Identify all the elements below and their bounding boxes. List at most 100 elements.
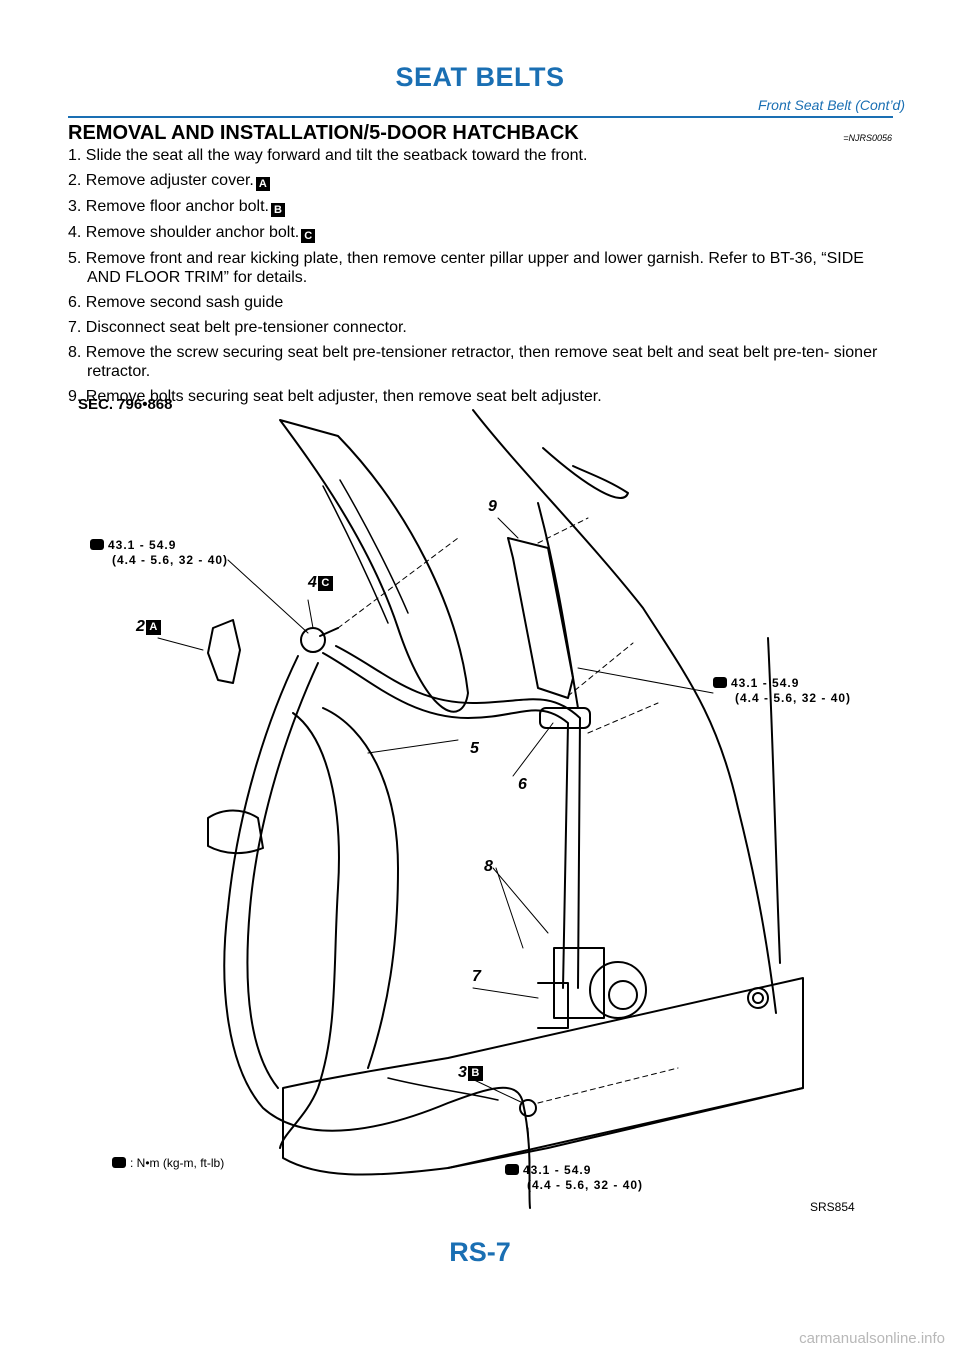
figure-ref-badge: A — [255, 177, 270, 191]
torque-spec-upper-left: 43.1 - 54.9 (4.4 - 5.6, 32 - 40) — [90, 538, 228, 568]
callout-letter-badge: A — [145, 620, 161, 635]
callout-leader — [527, 1127, 531, 1164]
floor-hole — [752, 992, 764, 1004]
belt-webbing — [246, 662, 319, 1089]
torque-wrench-icon — [713, 677, 727, 688]
callout-leader — [227, 559, 309, 634]
section-heading: REMOVAL AND INSTALLATION/5-DOOR HATCHBAC… — [68, 122, 579, 144]
header-divider — [68, 116, 893, 118]
page-header-subtitle: Front Seat Belt (Cont’d) — [757, 97, 905, 113]
callout-8: 8 — [484, 858, 493, 876]
callout-leader — [512, 722, 554, 777]
callout-number: 4 — [308, 574, 317, 591]
belt-webbing — [335, 645, 581, 989]
step-text: 7. Disconnect seat belt pre-tensioner co… — [68, 319, 407, 336]
step-7: 7. Disconnect seat belt pre-tensioner co… — [68, 318, 894, 337]
callout-number: 2 — [136, 618, 145, 635]
torque-legend: : N•m (kg-m, ft-lb) — [112, 1156, 224, 1170]
figure-id: SRS854 — [810, 1200, 855, 1214]
callout-number: 5 — [470, 740, 479, 757]
procedure-steps: 1. Slide the seat all the way forward an… — [68, 146, 894, 412]
step-text: 6. Remove second sash guide — [68, 294, 284, 311]
kicking-plate-edge — [387, 1077, 499, 1101]
kicking-plate-edge — [447, 1087, 804, 1169]
retractor-spool — [608, 980, 638, 1010]
torque-legend-text: : N•m (kg-m, ft-lb) — [130, 1156, 225, 1170]
step-9: 9. Remove bolts securing seat belt adjus… — [68, 387, 894, 406]
garnish-window — [339, 479, 409, 614]
step-text: 9. Remove bolts securing seat belt adjus… — [68, 388, 602, 405]
diagram-drawing — [157, 409, 804, 1209]
figure-ref-badge: B — [271, 203, 285, 217]
bolt-leader — [567, 642, 634, 697]
floor-hole — [747, 987, 769, 1009]
torque-wrench-icon — [505, 1164, 519, 1175]
torque-wrench-icon — [90, 539, 104, 550]
page-number: RS-7 — [449, 1237, 511, 1267]
sash-guide — [539, 707, 591, 729]
step-4: 4. Remove shoulder anchor bolt.C — [68, 223, 894, 243]
seat-belt-exploded-diagram: SEC. 796•868 43.1 - 54.9 (4.4 - 5.6, 32 … — [68, 388, 894, 1216]
belt-webbing — [223, 655, 531, 1209]
torque-value-alt: (4.4 - 5.6, 32 - 40) — [527, 1178, 644, 1192]
callout-9: 9 — [488, 498, 497, 516]
torque-value: 43.1 - 54.9 — [108, 538, 177, 552]
step-2: 2. Remove adjuster cover.A — [68, 171, 894, 191]
callout-leader — [495, 867, 524, 949]
torque-wrench-icon — [112, 1157, 126, 1168]
bolt-leader — [537, 1067, 679, 1104]
floor-anchor — [519, 1099, 537, 1117]
callout-leader — [492, 867, 549, 934]
step-text: 8. Remove the screw securing seat belt p… — [68, 344, 878, 380]
sash-guide — [207, 809, 264, 854]
step-1: 1. Slide the seat all the way forward an… — [68, 146, 894, 165]
section-code: =NJRS0056 — [843, 133, 892, 143]
step-3: 3. Remove floor anchor bolt.B — [68, 197, 894, 217]
body-side-panel — [767, 637, 781, 964]
torque-spec-bottom: 43.1 - 54.9 (4.4 - 5.6, 32 - 40) — [505, 1163, 643, 1193]
callout-number: 9 — [488, 498, 497, 515]
torque-value-alt: (4.4 - 5.6, 32 - 40) — [112, 553, 229, 567]
pillar-garnish-lower — [322, 707, 399, 1069]
callout-number: 6 — [518, 776, 527, 793]
torque-spec-right: 43.1 - 54.9 (4.4 - 5.6, 32 - 40) — [713, 676, 851, 706]
callout-5: 5 — [470, 740, 479, 758]
bolt-leader — [537, 517, 589, 544]
callout-leader — [469, 1077, 524, 1104]
callout-letter-badge: B — [467, 1066, 483, 1081]
retractor-spool — [589, 961, 647, 1019]
figure-ref-badge: C — [301, 229, 316, 243]
step-text: 3. Remove floor anchor bolt. — [68, 198, 269, 215]
body-side-panel — [537, 502, 579, 709]
bolt-leader — [587, 702, 659, 734]
callout-number: 7 — [472, 968, 481, 985]
callout-leader — [497, 517, 519, 539]
page-header-title: SEAT BELTS — [395, 62, 565, 92]
callout-leader — [577, 667, 714, 694]
step-8: 8. Remove the screw securing seat belt p… — [68, 343, 894, 381]
step-text: 2. Remove adjuster cover. — [68, 172, 254, 189]
callout-7: 7 — [472, 968, 481, 986]
callout-leader — [157, 637, 204, 651]
kicking-plate — [282, 977, 804, 1176]
shoulder-anchor — [300, 627, 326, 653]
step-text: 1. Slide the seat all the way forward an… — [68, 147, 588, 164]
callout-number: 8 — [484, 858, 493, 875]
belt-adjuster — [507, 537, 574, 699]
step-5: 5. Remove front and rear kicking plate, … — [68, 249, 894, 287]
callout-6: 6 — [518, 776, 527, 794]
retractor-bracket — [537, 982, 569, 1029]
belt-webbing — [322, 652, 569, 989]
step-text: 5. Remove front and rear kicking plate, … — [68, 250, 864, 286]
watermark: carmanualsonline.info — [799, 1330, 945, 1347]
step-6: 6. Remove second sash guide — [68, 293, 894, 312]
section-number-label: SEC. 796•868 — [78, 396, 173, 413]
callout-leader — [367, 739, 459, 754]
pillar-garnish-lower — [279, 712, 340, 1149]
step-text: 4. Remove shoulder anchor bolt. — [68, 224, 300, 241]
callout-leader — [307, 599, 314, 629]
torque-value: 43.1 - 54.9 — [731, 676, 800, 690]
pillar-garnish-upper — [279, 419, 469, 713]
